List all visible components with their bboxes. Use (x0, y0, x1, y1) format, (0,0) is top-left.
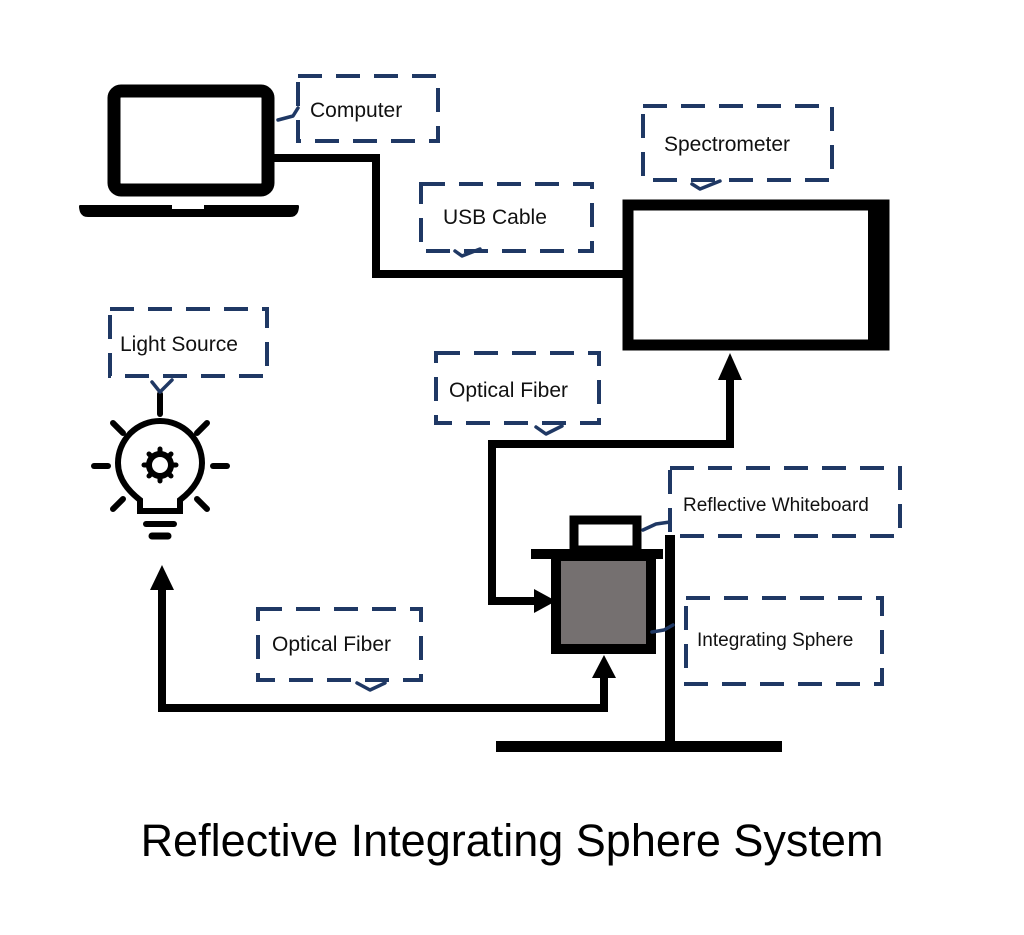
arrow-to-spectrometer (718, 353, 742, 380)
stand-base (496, 741, 782, 752)
arrow-to-sphere-bottom (592, 655, 616, 678)
diagram-title: Reflective Integrating Sphere System (141, 815, 884, 866)
stand-pole (665, 535, 675, 747)
callout-spectrometer: Spectrometer (641, 104, 834, 191)
callout-optical-fiber-upper: Optical Fiber (434, 351, 601, 436)
reflective-whiteboard-label: Reflective Whiteboard (683, 495, 869, 516)
callout-reflective-whiteboard: Reflective Whiteboard (641, 466, 902, 538)
spectrometer-label: Spectrometer (664, 133, 790, 156)
computer-label: Computer (310, 99, 402, 122)
spectrometer-box (622, 199, 890, 351)
arrow-to-light-source (150, 565, 174, 590)
callout-optical-fiber-lower: Optical Fiber (256, 607, 423, 692)
callout-light-source: Light Source (108, 307, 269, 394)
arrow-to-sphere-side (534, 589, 556, 613)
callout-usb-cable: USB Cable (419, 182, 594, 258)
lower-optical-fiber-line (158, 588, 608, 712)
callout-integrating-sphere: Integrating Sphere (650, 596, 884, 686)
laptop-icon (79, 84, 299, 217)
integrating-sphere-assembly (496, 515, 782, 752)
integrating-sphere (551, 551, 656, 654)
optical-fiber-upper-label: Optical Fiber (449, 379, 568, 402)
lightbulb-icon (91, 391, 230, 540)
usb-cable-line (270, 154, 624, 278)
usb-cable-label: USB Cable (443, 206, 547, 229)
optical-fiber-lower-label: Optical Fiber (272, 633, 391, 656)
callout-computer: Computer (276, 74, 440, 143)
light-source-label: Light Source (120, 333, 238, 356)
gear-icon (141, 446, 179, 484)
upper-optical-fiber-line (488, 378, 734, 605)
integrating-sphere-label: Integrating Sphere (697, 630, 853, 651)
